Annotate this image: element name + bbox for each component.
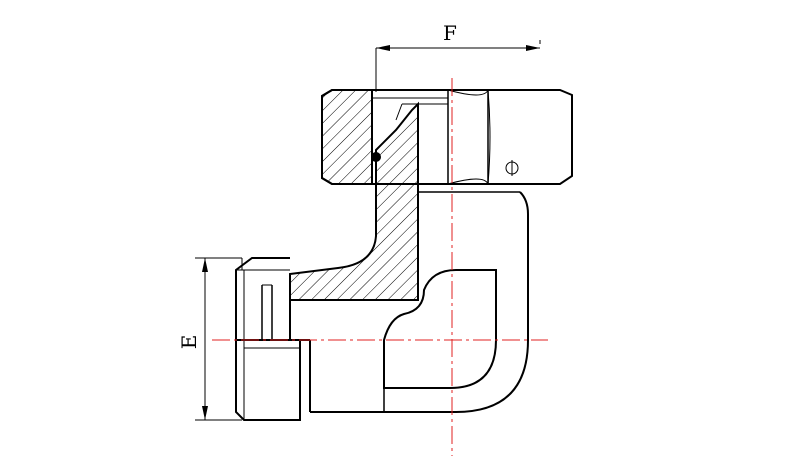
threaded-end (235, 257, 310, 421)
dimension-e: E (177, 257, 242, 421)
fitting-body-section (289, 101, 419, 301)
center-lines (212, 78, 548, 456)
swivel-nut (321, 89, 573, 185)
dimension-f: F (375, 21, 541, 92)
fitting-body-outline (289, 183, 529, 413)
dimension-f-label: F (443, 21, 457, 45)
center-mark-icon (505, 160, 519, 176)
dimension-e-label: E (177, 335, 201, 350)
